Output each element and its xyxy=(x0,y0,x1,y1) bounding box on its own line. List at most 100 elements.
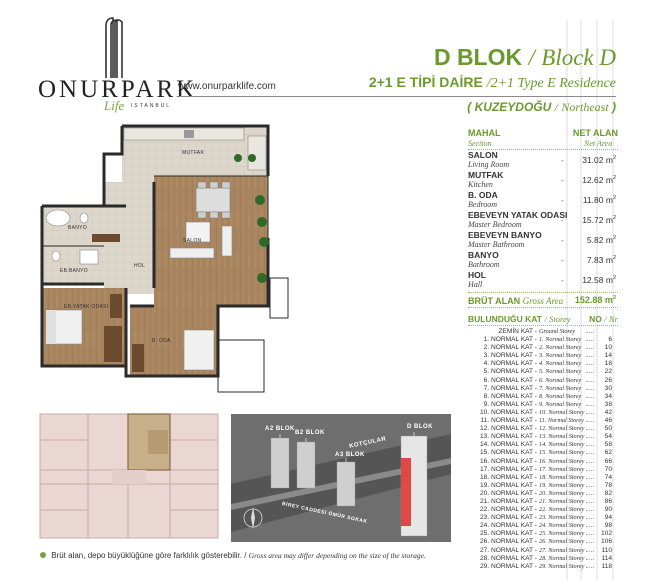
storey-unit-number: 118 xyxy=(601,562,612,570)
storey-name-en: 18. Normal Storey xyxy=(539,473,585,481)
gross-area-row: BRÜT ALAN Gross Area 152.88 m2 xyxy=(468,292,618,308)
storey-name-en: 23. Normal Storey xyxy=(539,514,585,522)
storey-name-en: 9. Normal Storey xyxy=(539,400,582,408)
storey-unit-number: 66 xyxy=(604,457,612,465)
storey-name: ZEMİN KAT - xyxy=(498,328,537,335)
storey-leader xyxy=(586,501,594,503)
room-name-en: Master Bedroom xyxy=(468,220,522,229)
storey-name: 1. NORMAL KAT - xyxy=(483,336,537,344)
storey-name-en: 13. Normal Storey xyxy=(539,433,585,441)
site-render-image xyxy=(231,414,451,542)
storey-name: 22. NORMAL KAT - xyxy=(479,506,537,514)
storey-unit-number: 94 xyxy=(604,514,612,522)
header-divider xyxy=(178,96,616,97)
room-area: 5.82 m2 xyxy=(586,235,616,245)
storey-name-en: 2. Normal Storey xyxy=(539,344,582,352)
storey-leader xyxy=(586,461,594,463)
living-label: SALON xyxy=(183,238,202,244)
storey-leader xyxy=(586,404,594,406)
storey-leader xyxy=(586,364,594,366)
storey-name: 4. NORMAL KAT - xyxy=(483,360,537,368)
storey-unit-number: 62 xyxy=(604,449,612,457)
storey-name-en: 14. Normal Storey xyxy=(539,441,585,449)
storey-row: ZEMİN KAT -Ground Storey xyxy=(466,328,618,336)
storey-leader xyxy=(586,518,594,520)
storey-name: 3. NORMAL KAT - xyxy=(483,352,537,360)
storey-leader xyxy=(586,388,594,390)
storey-name: 23. NORMAL KAT - xyxy=(479,514,537,522)
storey-name-en: 19. Normal Storey xyxy=(539,481,585,489)
footnote-sep: / xyxy=(244,551,247,560)
gross-area-value: 152.88 m2 xyxy=(574,295,616,305)
storey-name: 14. NORMAL KAT - xyxy=(479,441,537,449)
storey-leader xyxy=(586,558,594,560)
number-header: NO / Nr xyxy=(589,314,618,324)
storey-name: 7. NORMAL KAT - xyxy=(483,384,537,392)
storey-name-en: 21. Normal Storey xyxy=(539,497,585,505)
storey-row: 23. NORMAL KAT -23. Normal Storey 94 xyxy=(466,514,618,522)
storey-name: 16. NORMAL KAT - xyxy=(479,457,537,465)
storey-unit-number: 70 xyxy=(604,465,612,473)
gross-area-label-en: Gross Area xyxy=(522,296,564,306)
storey-name-en: 16. Normal Storey xyxy=(539,457,585,465)
storey-name-en: 5. Normal Storey xyxy=(539,368,582,376)
storey-unit-number: 10 xyxy=(604,344,612,352)
storey-name-en: 10. Normal Storey xyxy=(539,408,585,416)
storey-leader xyxy=(586,534,594,536)
storey-leader xyxy=(586,332,594,333)
storey-unit-number: 54 xyxy=(604,433,612,441)
storey-name-en: 1. Normal Storey xyxy=(539,336,582,344)
storey-name: 28. NORMAL KAT - xyxy=(479,554,537,562)
room-dash: - xyxy=(561,196,564,205)
storey-unit-number: 98 xyxy=(604,522,612,530)
storey-leader xyxy=(586,485,594,487)
storey-name-en: 3. Normal Storey xyxy=(539,352,582,360)
block-title-sep: / xyxy=(528,45,535,70)
key-plan-drawing xyxy=(36,410,222,542)
storey-leader xyxy=(586,477,594,479)
room-dash: - xyxy=(561,216,564,225)
direction-sep: / xyxy=(554,100,558,114)
room-name-en: Bedroom xyxy=(468,200,498,209)
storey-header-tr: BULUNDUĞU KAT xyxy=(468,314,542,324)
storey-leader xyxy=(586,437,594,439)
room-area: 31.02 m2 xyxy=(582,155,616,165)
storey-leader xyxy=(586,421,594,423)
storey-name: 6. NORMAL KAT - xyxy=(483,376,537,384)
room-area: 12.62 m2 xyxy=(582,175,616,185)
room-name: HOL xyxy=(468,270,486,280)
section-header-en: Section xyxy=(468,139,492,148)
footnote-en: Gross area may differ depending on the s… xyxy=(248,551,426,560)
storey-leader xyxy=(586,372,594,374)
storey-leader xyxy=(586,429,594,431)
storey-name: 9. NORMAL KAT - xyxy=(483,400,537,408)
storey-name-en: 12. Normal Storey xyxy=(539,425,585,433)
direction-close: ) xyxy=(612,100,616,114)
storey-leader xyxy=(586,453,594,455)
storey-name: 19. NORMAL KAT - xyxy=(479,481,537,489)
storey-unit-number: 38 xyxy=(604,400,612,408)
unit-type-sep: / xyxy=(486,76,491,91)
decorative-line xyxy=(596,20,598,580)
bullet-icon xyxy=(40,552,46,558)
storey-unit-number: 42 xyxy=(604,408,612,416)
website-link[interactable]: www.onurparklife.com xyxy=(178,81,276,92)
footnote-tr: Brüt alan, depo büyüklüğüne göre farklıl… xyxy=(51,551,243,560)
room-name: B. ODA xyxy=(468,190,498,200)
storey-leader xyxy=(586,566,594,568)
storey-unit-number: 110 xyxy=(601,546,612,554)
